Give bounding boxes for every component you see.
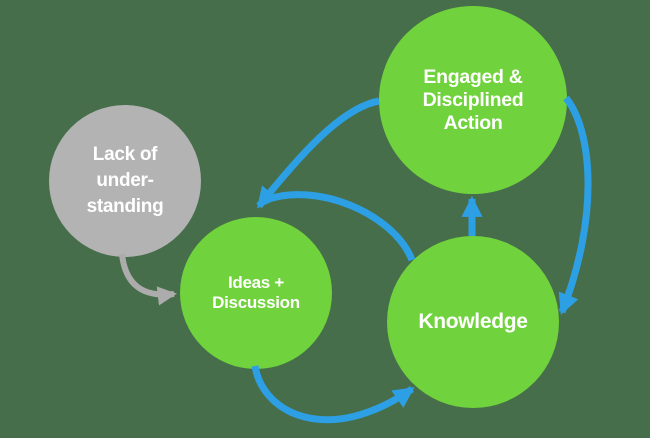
arrow-engaged-to-knowledge: [558, 95, 592, 315]
arrow-knowledge-to-ideas: [261, 191, 416, 262]
arrow-ideas-to-knowledge: [251, 365, 415, 424]
arrow-engaged-to-ideas: [256, 97, 380, 209]
arrow-lack-to-ideas: [119, 253, 177, 306]
node-lack-of-understanding-circle: [49, 105, 201, 257]
node-engaged-disciplined-action-circle: [379, 6, 567, 194]
node-knowledge-circle: [387, 236, 559, 408]
node-ideas-discussion-circle: [180, 217, 332, 369]
